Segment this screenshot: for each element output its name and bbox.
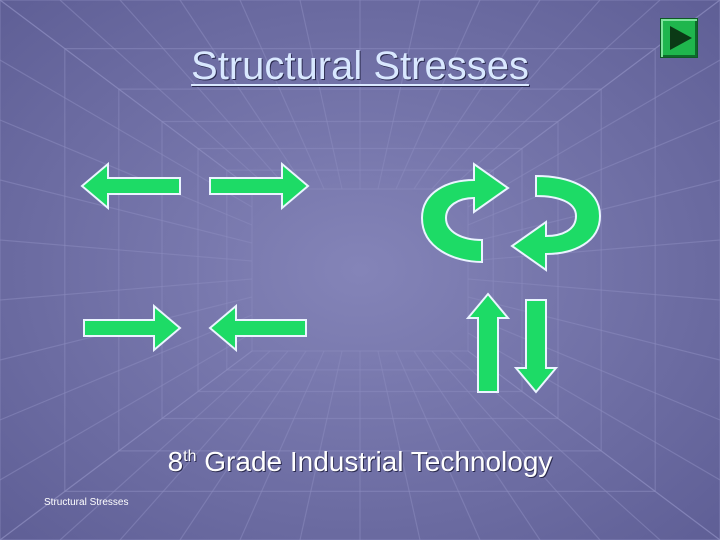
curved-arrow-up-icon: [420, 162, 510, 264]
footer-text: Structural Stresses: [44, 497, 129, 508]
left-arrow-icon: [208, 303, 307, 353]
subtitle-ordinal: 8: [167, 446, 184, 477]
shear-arrows: [465, 292, 559, 394]
slide-title: Structural Stresses: [191, 44, 529, 88]
subtitle-text: Grade Industrial Technology: [196, 446, 553, 477]
down-arrow-icon: [513, 299, 559, 394]
play-icon: [670, 26, 692, 50]
curved-arrow-down-icon: [510, 174, 602, 272]
up-arrow-icon: [465, 292, 511, 393]
slide-subtitle: 8th Grade Industrial Technology: [0, 446, 720, 478]
compression-arrows: [83, 303, 307, 353]
tension-arrows: [80, 161, 310, 211]
left-arrow-icon: [80, 161, 181, 211]
right-arrow-icon: [209, 161, 310, 211]
right-arrow-icon: [83, 303, 182, 353]
next-slide-button[interactable]: [660, 18, 698, 58]
torsion-arrows: [420, 162, 602, 272]
subtitle-superscript: th: [183, 448, 197, 465]
